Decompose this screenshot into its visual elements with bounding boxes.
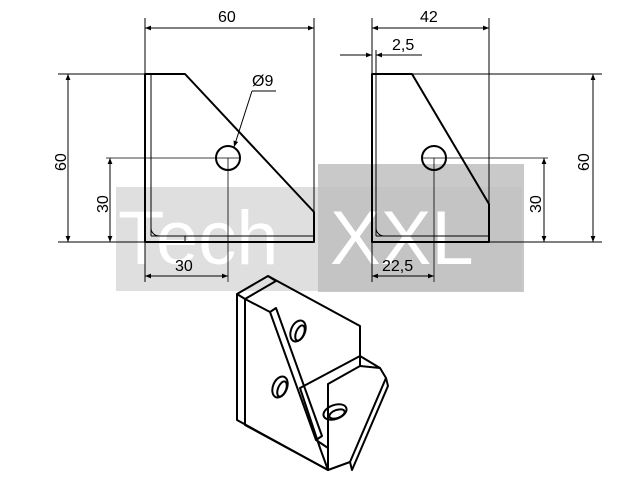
side-height-label: 60: [576, 153, 593, 171]
front-view-outline: [144, 73, 315, 243]
iso-hole-2-inner: [276, 380, 288, 398]
iso-back-plate-edge-2: [267, 275, 277, 282]
front-hole-height-label: 30: [95, 195, 112, 213]
side-view-outline: [371, 73, 490, 243]
iso-back-plate-edge-1: [236, 293, 246, 300]
side-hole-offset-label: 22,5: [382, 258, 413, 275]
iso-floor-plate: [299, 355, 387, 471]
hole-leader: [233, 90, 253, 148]
iso-hole-3-inner: [328, 408, 346, 420]
iso-floor-plate-edge: [349, 365, 389, 471]
side-thickness-label: 2,5: [392, 37, 414, 54]
iso-hole-1-inner: [294, 324, 306, 342]
iso-gusset-inner: [269, 307, 323, 441]
front-view-fillet: [150, 227, 160, 237]
front-view: 60 60 30 30 Ø9: [53, 9, 315, 282]
side-view: 42 2,5 60 30 22,5: [340, 9, 602, 282]
front-height-label: 60: [53, 153, 70, 171]
side-hole-height-label: 30: [528, 195, 545, 213]
watermark-text-right: XXL: [330, 196, 474, 281]
hole-diameter-label: Ø9: [252, 73, 273, 90]
front-width-label: 60: [218, 9, 236, 26]
isometric-view: [236, 275, 389, 471]
iso-back-plate-edge-3: [244, 280, 277, 300]
side-depth-label: 42: [420, 9, 438, 26]
side-view-fillet: [375, 227, 385, 237]
watermark-text-left: Tech: [118, 196, 279, 281]
front-hole-offset-label: 30: [175, 258, 193, 275]
